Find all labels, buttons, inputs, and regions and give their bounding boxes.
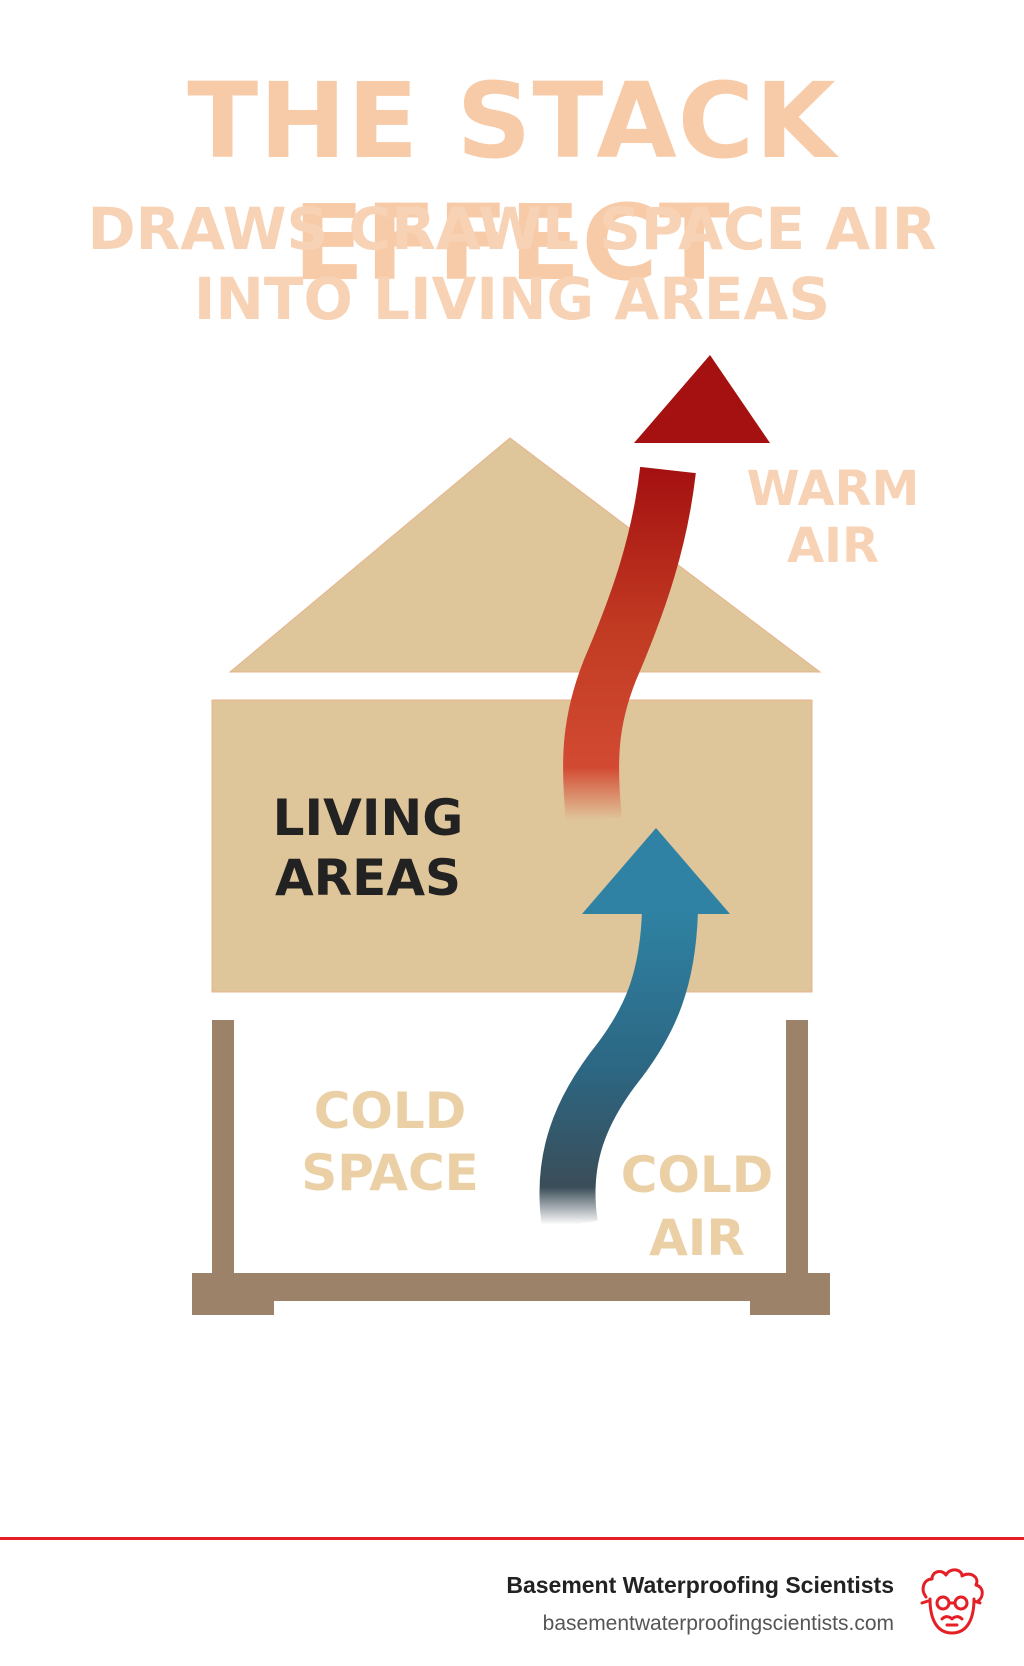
cold-air-arrow-body	[539, 908, 698, 1230]
cold-air-arrow-head	[582, 828, 730, 914]
cold-space-label-line-2: SPACE	[301, 1144, 479, 1202]
warm-air-label-line-1: WARM	[747, 461, 920, 517]
page-title: THE STACK EFFECT	[187, 60, 837, 304]
living-areas-label-line-2: AREAS	[275, 849, 461, 907]
footer-divider	[0, 1537, 1024, 1540]
cold-space-label-line-1: COLD	[314, 1082, 467, 1140]
stack-effect-diagram: WARM AIR LIVING AREAS COLD SPACE COLD AI…	[192, 355, 920, 1315]
company-name: Basement Waterproofing Scientists	[506, 1572, 894, 1598]
subtitle-line-1: DRAWS CRAWL SPACE AIR	[87, 195, 937, 263]
cold-air-label-line-2: AIR	[649, 1209, 745, 1267]
house-roof	[228, 437, 822, 673]
warm-air-arrow-head	[634, 355, 770, 443]
foundation-right-wall	[786, 1020, 808, 1275]
cold-air-label-line-1: COLD	[621, 1146, 774, 1204]
subtitle-line-2: INTO LIVING AREAS	[193, 264, 831, 333]
foundation-gap	[274, 1301, 750, 1315]
page-subtitle: DRAWS CRAWL SPACE AIR INTO LIVING AREAS	[0, 195, 1024, 334]
warm-air-label-line-2: AIR	[787, 518, 879, 574]
scientist-face-icon	[920, 1568, 984, 1635]
company-url[interactable]: basementwaterproofingscientists.com	[542, 1612, 894, 1635]
warm-air-arrow-body	[563, 466, 696, 823]
living-areas-label-line-1: LIVING	[273, 789, 464, 847]
foundation-left-wall	[212, 1020, 234, 1275]
living-area-block	[211, 699, 813, 993]
